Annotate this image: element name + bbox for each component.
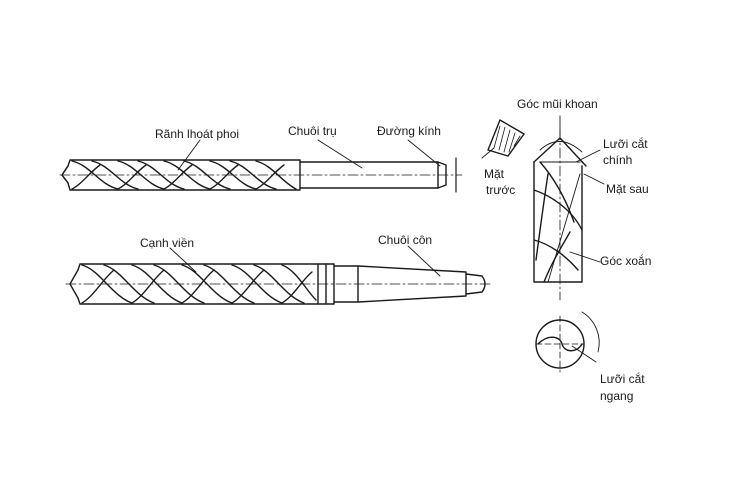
leader-lines-right <box>569 149 605 263</box>
vertical-drill <box>533 129 587 301</box>
label-point-angle: Góc mũi khoan <box>517 97 598 111</box>
leader-diameter <box>407 139 441 167</box>
label-main-cutting-edge-line1: Lưỡi cắt <box>603 137 648 151</box>
label-taper-shank: Chuôi côn <box>378 233 433 247</box>
leader-flute <box>177 139 201 171</box>
rake-face-section <box>481 119 525 159</box>
label-chisel-edge-line2: ngang <box>600 389 634 403</box>
drill2-flutes <box>81 264 317 304</box>
label-main-cutting-edge-line2: chính <box>603 153 633 167</box>
label-diameter: Đường kính <box>377 124 441 138</box>
label-rake-face-line1: Mặt <box>484 167 505 181</box>
label-flute: Rãnh lhoát phoi <box>155 127 240 141</box>
label-flank-face: Mặt sau <box>606 182 649 196</box>
label-helix-angle: Góc xoắn <box>600 254 652 268</box>
leader-margin <box>169 247 197 273</box>
drill2-body-outline <box>69 263 319 305</box>
point-angle-arc <box>539 115 583 153</box>
label-margin: Cạnh viền <box>140 236 195 250</box>
taper-shank-drill <box>65 263 493 305</box>
leader-lines-left <box>169 139 441 277</box>
straight-shank-drill <box>59 157 463 193</box>
label-straight-shank: Chuôi trụ <box>288 124 337 138</box>
chisel-edge-section <box>535 311 600 373</box>
leader-taper-shank <box>407 245 441 277</box>
label-rake-face-line2: trước <box>486 183 516 197</box>
drill1-point <box>61 165 69 184</box>
leader-straight-shank <box>317 139 363 169</box>
label-chisel-edge-line1: Lưỡi cắt <box>600 372 645 386</box>
